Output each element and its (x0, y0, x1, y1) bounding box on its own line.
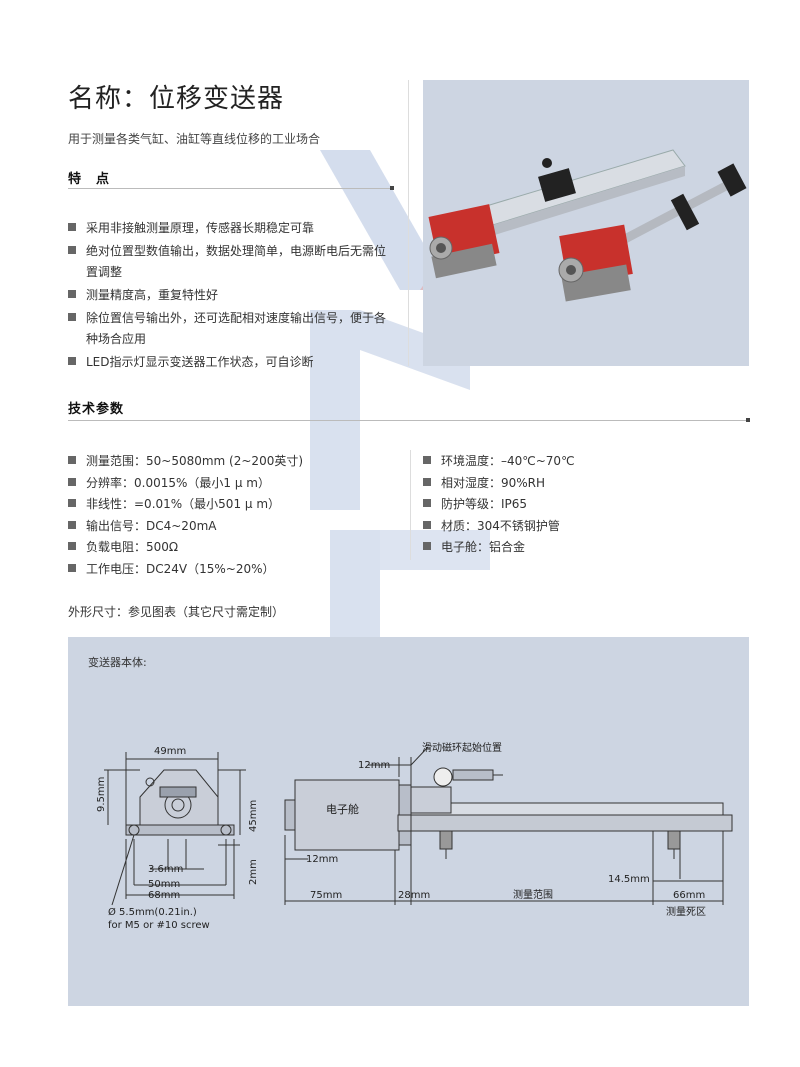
technical-drawing: 49mm 9.5mm 45mm 2mm 3.6mm 50mm 68mm Ø 5.… (96, 741, 733, 931)
dim-75: 75mm (310, 890, 342, 901)
features-rule-dot (390, 186, 394, 190)
features-list: 采用非接触测量原理，传感器长期稳定可靠 绝对位置型数值输出，数据处理简单，电源断… (68, 218, 393, 375)
spec-item: 非线性：=0.01%（最小501 μ m） (68, 494, 398, 516)
front-view (104, 752, 246, 906)
specs-rule (68, 420, 746, 421)
dim-28: 28mm (398, 890, 430, 901)
spec-item: 分辨率：0.0015%（最小1 μ m） (68, 473, 398, 495)
spec-item: 工作电压：DC24V（15%~20%） (68, 559, 398, 581)
dim-9-5: 9.5mm (96, 777, 107, 812)
side-view (284, 746, 733, 905)
spec-item: 测量范围：50~5080mm (2~200英寸) (68, 451, 398, 473)
hole-note: Ø 5.5mm(0.21in.) (108, 906, 197, 918)
specs-list-right: 环境温度：–40℃~70℃ 相对湿度：90%RH 防护等级：IP65 材质：30… (423, 451, 723, 559)
header-divider (408, 80, 409, 366)
dim-12-top: 12mm (358, 760, 390, 771)
dim-45: 45mm (248, 800, 259, 832)
dim-49: 49mm (154, 746, 186, 757)
dimension-note: 外形尺寸：参见图表（其它尺寸需定制） (68, 605, 285, 619)
page-title: 名称：位移变送器 (68, 84, 285, 114)
page-subtitle: 用于测量各类气缸、油缸等直线位移的工业场合 (68, 132, 321, 146)
feature-item: 测量精度高，重复特性好 (68, 285, 393, 306)
spec-item: 电子舱：铝合金 (423, 537, 723, 559)
specs-divider (410, 450, 411, 560)
measure-range-label: 测量范围 (513, 888, 553, 901)
spec-item: 防护等级：IP65 (423, 494, 723, 516)
feature-item: 采用非接触测量原理，传感器长期稳定可靠 (68, 218, 393, 239)
dim-3-6: 3.6mm (148, 864, 183, 875)
dim-14-5: 14.5mm (608, 874, 650, 885)
spec-item: 负载电阻：500Ω (68, 537, 398, 559)
specs-heading: 技术参数 (68, 402, 125, 417)
spec-item: 输出信号：DC4~20mA (68, 516, 398, 538)
spec-item: 环境温度：–40℃~70℃ (423, 451, 723, 473)
feature-item: 除位置信号输出外，还可选配相对速度输出信号，便于各种场合应用 (68, 308, 393, 350)
specs-list-left: 测量范围：50~5080mm (2~200英寸) 分辨率：0.0015%（最小1… (68, 451, 398, 581)
feature-item: LED指示灯显示变送器工作状态，可自诊断 (68, 352, 393, 373)
dead-zone-label: 测量死区 (666, 905, 706, 918)
dim-50: 50mm (148, 879, 180, 890)
features-rule (68, 188, 390, 189)
spec-item: 材质：304不锈钢护管 (423, 516, 723, 538)
specs-rule-dot (746, 418, 750, 422)
magnet-start-label: 滑动磁环起始位置 (422, 741, 502, 754)
dim-68: 68mm (148, 890, 180, 901)
dim-2: 2mm (248, 859, 259, 885)
dimension-drawing: 变送器本体: (68, 637, 749, 1006)
feature-item: 绝对位置型数值输出，数据处理简单，电源断电后无需位置调整 (68, 241, 393, 283)
spec-item: 相对湿度：90%RH (423, 473, 723, 495)
screw-note: for M5 or #10 screw (108, 920, 210, 931)
product-photo (423, 80, 749, 366)
features-heading: 特 点 (68, 172, 111, 187)
sensor-illustration (428, 149, 747, 302)
dim-66: 66mm (673, 890, 705, 901)
housing-label: 电子舱 (326, 802, 359, 816)
drawing-label: 变送器本体: (88, 656, 147, 669)
dim-12-bottom: 12mm (306, 854, 338, 865)
